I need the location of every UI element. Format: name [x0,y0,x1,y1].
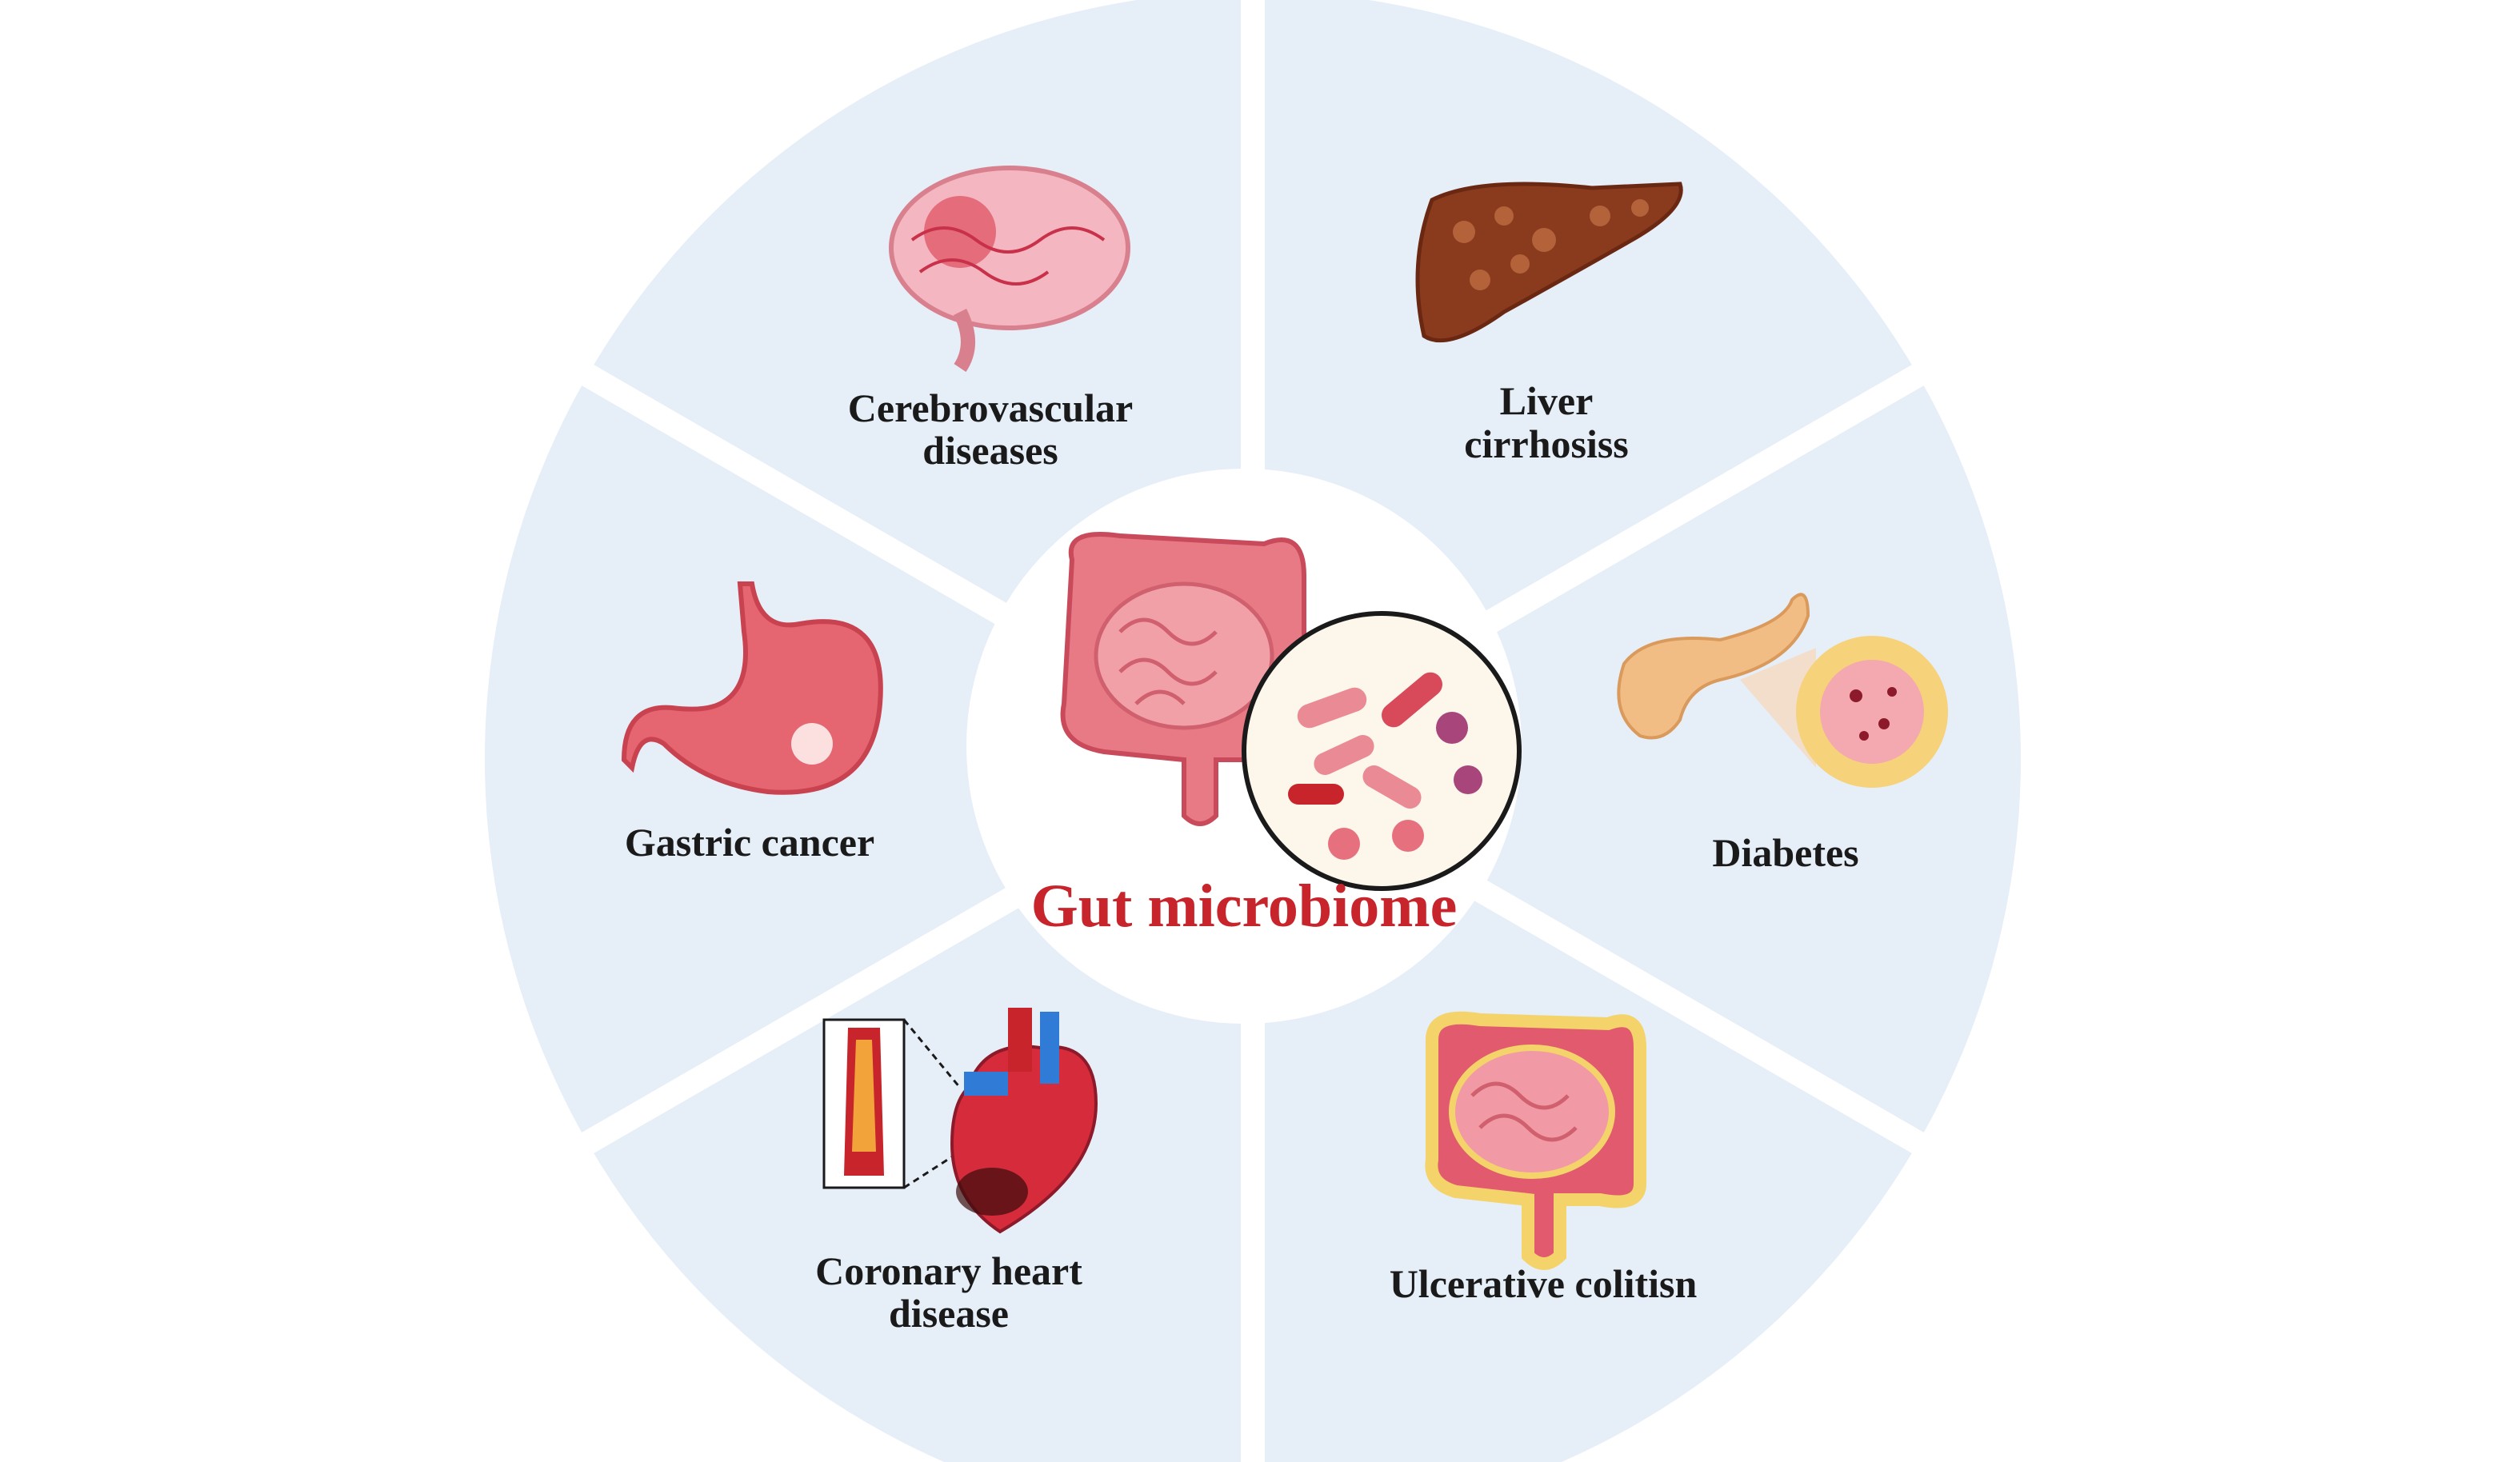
label-gastric-cancer: Gastric cancer [625,820,874,865]
stomach-icon [621,581,883,795]
sector-dividers [554,0,1952,1462]
center-title: Gut microbiome [1031,873,1458,940]
label-ulcerative-colitis: Ulcerative colitisn [1390,1261,1698,1306]
label-liver-line2: cirrhosiss [1464,421,1629,466]
label-diabetes: Diabetes [1712,830,1858,875]
heart-icon [822,1008,1098,1234]
label-coronary-line2: disease [889,1291,1009,1336]
pancreas-icon [1617,593,1948,788]
label-coronary-line1: Coronary heart [815,1248,1082,1293]
liver-icon [1415,182,1683,343]
bacteria-magnifier-icon [1242,611,1522,891]
inflamed-colon-icon [1425,1011,1646,1270]
brain-icon [889,166,1130,372]
label-liver-line1: Liver [1500,378,1594,423]
label-cerebrovascular-line1: Cerebrovascular [848,385,1133,430]
label-cerebrovascular-line2: diseases [922,428,1058,473]
